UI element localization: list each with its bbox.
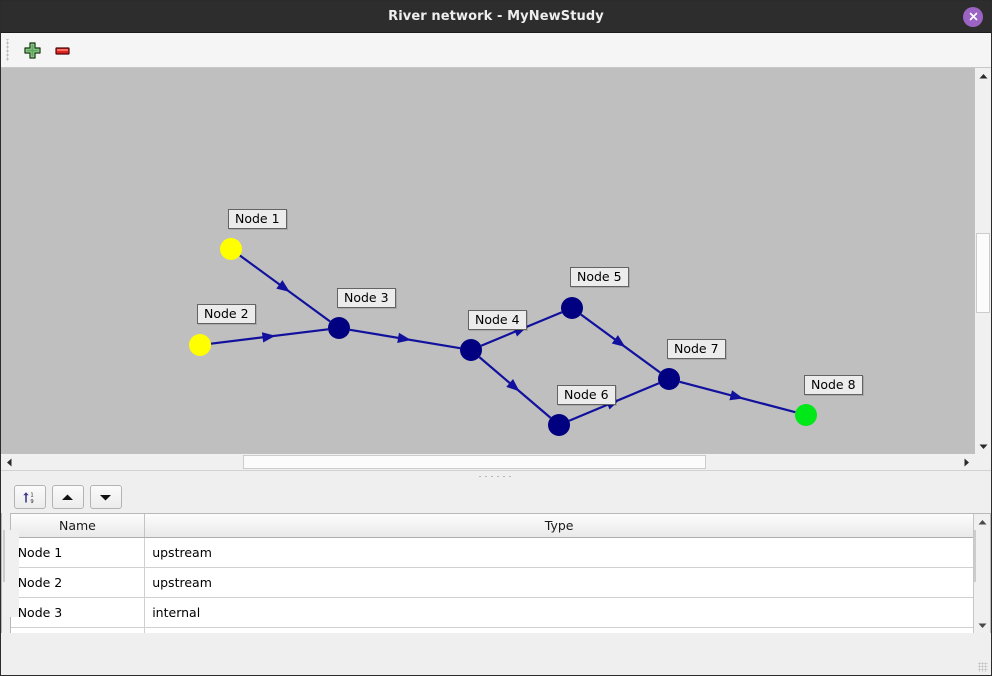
close-icon	[969, 12, 977, 21]
edge-arrowhead-icon	[611, 335, 626, 348]
graph-node-node8[interactable]	[795, 404, 817, 426]
svg-text:1: 1	[31, 492, 34, 498]
edge-arrowhead-icon	[261, 332, 276, 343]
node-move-down-button[interactable]	[89, 485, 122, 509]
close-button[interactable]	[963, 6, 983, 27]
add-node-button[interactable]	[17, 35, 47, 65]
node-label-node3[interactable]: Node 3	[337, 288, 396, 308]
remove-minus-icon	[54, 46, 70, 55]
window-title: River network - MyNewStudy	[388, 9, 604, 24]
edge-arrowhead-icon	[729, 390, 744, 401]
arrow-down-icon	[100, 494, 112, 500]
branch-vscroll-thumb[interactable]	[3, 530, 5, 583]
node-cell[interactable]: upstream	[144, 567, 974, 598]
node-vscroll-thumb[interactable]	[974, 530, 977, 583]
chevron-down-icon	[979, 444, 987, 449]
canvas-hscroll-track[interactable]	[17, 454, 958, 470]
node-cell[interactable]: Node 4	[10, 627, 146, 633]
scroll-up-button[interactable]	[975, 68, 991, 84]
graph-node-node4[interactable]	[460, 339, 482, 361]
horizontal-splitter[interactable]	[1, 470, 991, 481]
node-label-node8[interactable]: Node 8	[804, 375, 863, 395]
node-label-node6[interactable]: Node 6	[557, 385, 616, 405]
graph-node-node7[interactable]	[658, 368, 680, 390]
node-label-node2[interactable]: Node 2	[197, 304, 256, 324]
scrollbar-corner	[974, 454, 990, 470]
chevron-down-icon	[978, 623, 987, 628]
nodes-layer	[189, 238, 817, 436]
scroll-down-button[interactable]	[975, 438, 991, 454]
node-scroll-up-button[interactable]	[974, 514, 991, 530]
bottom-panels: 1 9	[1, 481, 992, 633]
node-cell[interactable]: Node 2	[10, 567, 146, 598]
toolbar-drag-handle[interactable]	[5, 39, 12, 61]
graph-node-node3[interactable]	[328, 317, 350, 339]
node-toolbar: 1 9	[9, 481, 992, 513]
node-sort-button[interactable]: 1 9	[13, 485, 46, 509]
node-cell[interactable]: Node 3	[10, 597, 146, 628]
node-label-node5[interactable]: Node 5	[570, 267, 629, 287]
node-move-up-button[interactable]	[51, 485, 84, 509]
splitter-grip-icon	[477, 474, 515, 478]
canvas-hscroll-thumb[interactable]	[242, 455, 706, 469]
edge-arrowhead-icon	[506, 379, 520, 392]
main-toolbar	[1, 33, 991, 68]
edge-arrowhead-icon	[276, 280, 290, 293]
branch-table-vertical-scrollbar[interactable]	[2, 514, 19, 633]
node-cell[interactable]: upstream	[144, 537, 974, 568]
node-label-node4[interactable]: Node 4	[468, 310, 527, 330]
chevron-up-icon	[978, 519, 987, 524]
canvas-horizontal-scrollbar[interactable]	[1, 453, 974, 470]
scroll-left-button[interactable]	[1, 454, 17, 470]
node-cell[interactable]: Node 1	[10, 537, 146, 568]
graph-node-node6[interactable]	[548, 414, 570, 436]
node-scroll-down-button[interactable]	[974, 617, 991, 633]
window-status-area	[1, 633, 991, 675]
node-cell[interactable]: internal	[144, 627, 974, 633]
title-bar: River network - MyNewStudy	[1, 1, 991, 33]
sort-ascending-icon: 1 9	[23, 491, 34, 505]
chevron-left-icon	[6, 458, 11, 466]
network-canvas[interactable]: Node 1 Node 2 Node 3 Node 4 Node 5 Node 6 Node…	[1, 68, 977, 453]
scroll-right-button[interactable]	[958, 454, 974, 470]
chevron-up-icon	[979, 73, 987, 78]
node-table-vertical-scrollbar[interactable]	[973, 514, 991, 633]
canvas-vscroll-thumb[interactable]	[976, 232, 990, 313]
chevron-right-icon	[964, 458, 969, 466]
node-label-node7[interactable]: Node 7	[667, 339, 726, 359]
add-plus-icon	[23, 41, 41, 59]
diagram-area: Node 1 Node 2 Node 3 Node 4 Node 5 Node 6 Node…	[1, 68, 991, 470]
node-table-row[interactable]: Node 4internal	[10, 627, 974, 633]
edge-arrowhead-icon	[397, 332, 411, 343]
svg-text:9: 9	[31, 499, 34, 505]
node-panel: 1 9	[9, 481, 992, 633]
node-column-header[interactable]: Name	[10, 514, 146, 538]
canvas-vertical-scrollbar[interactable]	[974, 68, 991, 454]
graph-node-node1[interactable]	[220, 238, 242, 260]
graph-node-node2[interactable]	[189, 334, 211, 356]
node-vscroll-track[interactable]	[974, 530, 991, 617]
canvas-vscroll-track[interactable]	[975, 84, 991, 438]
window-resize-grip[interactable]	[978, 662, 988, 672]
network-graph	[189, 238, 817, 436]
node-label-node1[interactable]: Node 1	[228, 209, 287, 229]
node-column-header[interactable]: Type	[144, 514, 974, 538]
remove-node-button[interactable]	[47, 35, 77, 65]
arrow-up-icon	[62, 494, 74, 500]
node-cell[interactable]: internal	[144, 597, 974, 628]
graph-node-node5[interactable]	[561, 297, 583, 319]
branch-vscroll-track[interactable]	[3, 530, 19, 617]
